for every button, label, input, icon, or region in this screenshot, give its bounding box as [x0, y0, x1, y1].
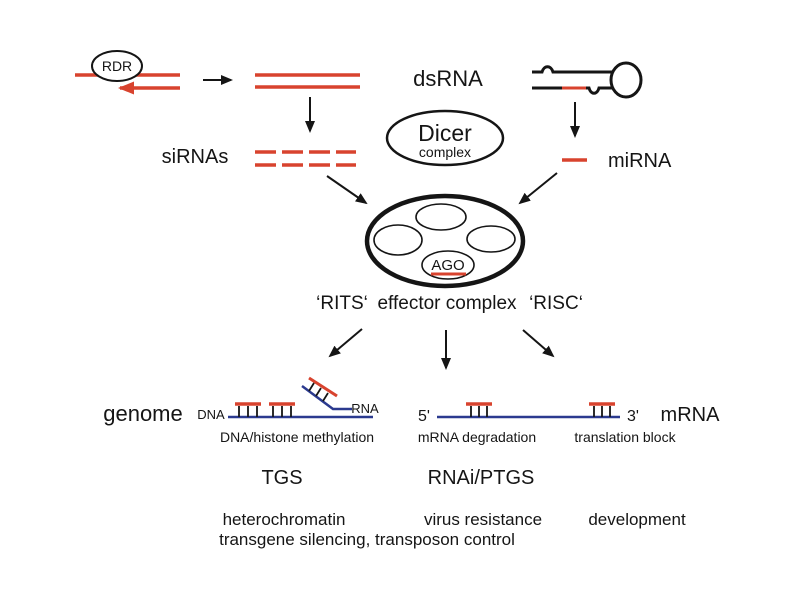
development-label: development: [588, 510, 686, 529]
mrna-schematic: 5' 3' mRNA: [418, 402, 721, 426]
genome-schematic: DNA RNA: [197, 376, 379, 422]
risc-label: ‘RISC‘: [529, 293, 583, 314]
effector-complex-label: effector complex: [377, 293, 517, 314]
three-prime-label: 3': [627, 408, 639, 425]
paired-sirna-line: [308, 376, 338, 398]
dicer-ellipse: [385, 109, 505, 167]
mirna-label: miRNA: [608, 150, 672, 172]
five-prime-label: 5': [418, 408, 430, 425]
mirna-hairpin: [532, 61, 643, 99]
rits-label: ‘RITS‘: [316, 293, 368, 314]
mirna-to-complex-arrow: [518, 172, 558, 205]
hairpin-top-strand: [532, 65, 613, 74]
methylation-marks-1: [235, 402, 261, 417]
dicer-sub-label: complex: [419, 144, 471, 160]
complex-subunit-top: [415, 203, 467, 231]
effector-complex: AGO: [364, 193, 526, 289]
basepair-tick: [322, 392, 329, 402]
dicer-label: Dicer: [418, 120, 472, 146]
ptgs-label: RNAi/PTGS: [428, 467, 535, 489]
rdr-enzyme-ellipse: [91, 50, 143, 82]
dna-label: DNA: [197, 407, 225, 422]
ago-subunit-ellipse: [421, 250, 475, 280]
dsrna-label: dsRNA: [413, 66, 483, 91]
dicer-complex: Dicer complex: [385, 109, 505, 167]
sirna-pairing-site-1: [466, 402, 492, 417]
transgene-silencing-label: transgene silencing, transposon control: [219, 530, 515, 549]
translation-block-caption: translation block: [574, 429, 676, 445]
rdr-label: RDR: [102, 58, 132, 74]
complex-to-genome-arrow: [328, 328, 363, 358]
tgs-label: TGS: [261, 467, 302, 489]
effector-complex-ellipse: [364, 193, 526, 289]
hairpin-loop: [609, 61, 643, 99]
dsrna-duplex: [255, 73, 360, 89]
nascent-rna-line: [301, 384, 352, 411]
sirna-duplexes: [255, 150, 356, 167]
sirna-to-complex-arrow: [326, 175, 368, 205]
sirnas-label: siRNAs: [162, 146, 229, 168]
basepair-tick: [308, 382, 315, 392]
virus-resistance-label: virus resistance: [424, 510, 542, 529]
hairpin-bottom-strand-right: [586, 86, 613, 95]
complex-to-translation-arrow: [522, 329, 555, 358]
genome-label: genome: [103, 401, 183, 426]
rdr-amplification-group: RDR: [75, 50, 180, 95]
complex-subunit-left: [373, 224, 423, 256]
rna-label: RNA: [351, 401, 379, 416]
complex-subunit-right: [466, 225, 516, 253]
genome-caption: DNA/histone methylation: [220, 429, 374, 445]
heterochromatin-label: heterochromatin: [223, 510, 346, 529]
nascent-rna-duplex: [301, 376, 352, 411]
basepair-tick: [315, 387, 322, 397]
mrna-degradation-caption: mRNA degradation: [418, 429, 536, 445]
ago-label: AGO: [431, 257, 464, 274]
methylation-marks-2: [269, 402, 295, 417]
mrna-label: mRNA: [661, 404, 721, 426]
sirna-pairing-site-2: [589, 402, 615, 417]
